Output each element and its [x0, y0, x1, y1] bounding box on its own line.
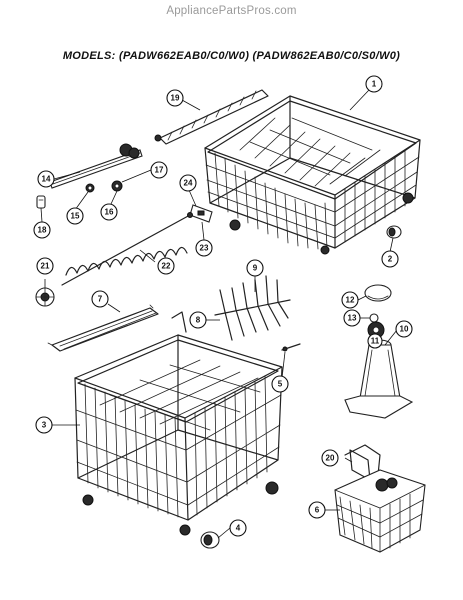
track-stop [85, 183, 95, 193]
callout-1-label: 1 [372, 80, 377, 89]
callout-11-label: 11 [371, 337, 380, 346]
gear [367, 321, 385, 339]
callout-13: 13 [343, 309, 361, 327]
watermark-text: AppliancePartsPros.com [166, 5, 297, 17]
callout-6-label: 6 [315, 506, 320, 515]
spray-tower-cap [364, 284, 392, 302]
callout-8-label: 8 [196, 316, 201, 325]
callout-7: 7 [91, 290, 109, 308]
callout-20: 20 [321, 449, 339, 467]
callout-12-label: 12 [346, 296, 355, 305]
upper-rack-roller [386, 225, 402, 239]
callout-21: 21 [36, 257, 54, 275]
callout-15-label: 15 [71, 212, 80, 221]
callout-10-label: 10 [400, 325, 409, 334]
callout-15: 15 [66, 207, 84, 225]
callout-4-label: 4 [236, 524, 241, 533]
callout-2: 2 [381, 250, 399, 268]
rack-adjuster [35, 287, 55, 307]
callout-19-label: 19 [171, 94, 180, 103]
callout-22: 22 [157, 257, 175, 275]
callout-24-label: 24 [184, 179, 193, 188]
callout-20-label: 20 [326, 454, 335, 463]
callout-14-label: 14 [42, 175, 51, 184]
models-title: MODELS: (PADW662EAB0/C0/W0) (PADW862EAB0… [62, 50, 401, 62]
cup-shelf [154, 89, 269, 145]
callout-18-label: 18 [38, 226, 47, 235]
tine-pin [281, 343, 301, 352]
callout-21-label: 21 [41, 262, 50, 271]
callout-19: 19 [166, 89, 184, 107]
callout-8: 8 [189, 311, 207, 329]
callout-12: 12 [341, 291, 359, 309]
callout-5-label: 5 [278, 380, 283, 389]
callout-23-label: 23 [200, 244, 209, 253]
rack-clip [189, 204, 213, 223]
callout-17: 17 [150, 161, 168, 179]
spray-tower [344, 339, 414, 419]
upper-rack [204, 95, 421, 255]
callout-9-label: 9 [253, 264, 258, 273]
callout-17-label: 17 [155, 166, 164, 175]
callout-1: 1 [365, 75, 383, 93]
callout-18: 18 [33, 221, 51, 239]
track-roller [111, 180, 123, 192]
callout-9: 9 [246, 259, 264, 277]
callout-3-label: 3 [42, 421, 47, 430]
callout-6: 6 [308, 501, 326, 519]
callout-5: 5 [271, 375, 289, 393]
callout-24: 24 [179, 174, 197, 192]
callout-22-label: 22 [162, 262, 171, 271]
tine-assembly [214, 275, 291, 341]
rack-track [49, 143, 143, 189]
callout-16: 16 [100, 203, 118, 221]
callout-14: 14 [37, 170, 55, 188]
callout-16-label: 16 [105, 208, 114, 217]
callout-13-label: 13 [348, 314, 357, 323]
tine-row [61, 212, 193, 286]
lower-rack-wheel [200, 531, 220, 549]
track-end-cap [36, 195, 46, 209]
spray-nut [369, 313, 379, 323]
callout-4: 4 [229, 519, 247, 537]
silverware-basket [334, 469, 426, 553]
callout-2-label: 2 [388, 255, 393, 264]
callout-23: 23 [195, 239, 213, 257]
lower-rack [74, 311, 283, 536]
fold-down-shelf [47, 304, 159, 352]
callout-7-label: 7 [98, 295, 103, 304]
callout-10: 10 [395, 320, 413, 338]
callout-3: 3 [35, 416, 53, 434]
callout-11: 11 [367, 333, 383, 349]
